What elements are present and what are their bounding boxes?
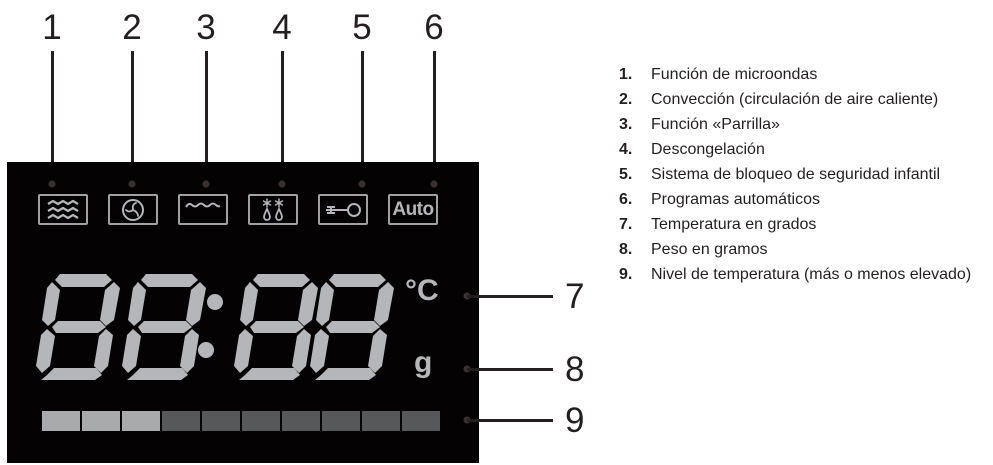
temperature-level-bars: [42, 411, 440, 431]
legend-text: Descongelación: [651, 141, 765, 158]
legend-item: 8. Peso en gramos: [619, 239, 989, 260]
legend-item: 6. Programas automáticos: [619, 189, 989, 210]
anchor-dot: [48, 180, 56, 188]
legend-item: 9. Nivel de temperatura (más o menos elev…: [619, 264, 989, 285]
level-bar-unlit: [162, 411, 200, 431]
legend-item: 4. Descongelación: [619, 139, 989, 160]
legend-number: 7.: [619, 216, 633, 233]
leader-line: [205, 51, 208, 184]
leader-line: [467, 368, 553, 371]
legend-number: 3.: [619, 116, 633, 133]
grill-indicator: [178, 194, 228, 225]
digit-1: [36, 274, 120, 380]
legend-item: 3. Función «Parrilla»: [619, 114, 989, 135]
anchor-dot: [202, 180, 210, 188]
convection-fan-icon: [122, 198, 144, 221]
leader-line: [361, 51, 364, 184]
legend-number: 2.: [619, 91, 633, 108]
level-bar-lit: [42, 411, 80, 431]
callout-number: 3: [196, 8, 216, 47]
leader-line: [467, 419, 553, 422]
auto-programs-icon: Auto: [392, 198, 434, 220]
callout-number-9: 9: [565, 401, 585, 440]
grill-icon: [185, 202, 221, 208]
legend-number: 9.: [619, 266, 633, 283]
leader-line: [281, 51, 284, 184]
legend-text: Peso en gramos: [651, 241, 768, 258]
leader-line: [433, 51, 436, 184]
callout-number: 4: [272, 8, 292, 47]
legend-number: 6.: [619, 191, 633, 208]
legend-text: Función de microondas: [651, 66, 818, 83]
callout-number: 5: [352, 8, 372, 47]
auto-indicator: Auto: [388, 194, 438, 225]
legend-text: Sistema de bloqueo de seguridad infantil: [651, 166, 941, 183]
legend-item: 1. Función de microondas: [619, 64, 989, 85]
legend-number: 4.: [619, 141, 633, 158]
leader-line: [51, 51, 54, 184]
seven-segment-display: [36, 274, 394, 380]
legend-text: Nivel de temperatura (más o menos elevad…: [651, 266, 972, 283]
callout-number-8: 8: [565, 350, 585, 389]
callout-number: 1: [42, 8, 62, 47]
level-bar-unlit: [322, 411, 360, 431]
grams-unit: g: [414, 346, 433, 379]
colon: [198, 294, 223, 358]
digit-3: [234, 274, 318, 380]
legend-item: 2. Convección (circulación de aire calien…: [619, 89, 989, 110]
celsius-unit: °C: [405, 274, 439, 307]
defrost-icon: [262, 197, 284, 221]
microwave-waves-icon: [47, 199, 79, 219]
digit-4: [310, 274, 394, 380]
legend-item: 5. Sistema de bloqueo de seguridad infant…: [619, 164, 989, 185]
anchor-dot: [128, 180, 136, 188]
anchor-dot: [358, 180, 366, 188]
level-bar-unlit: [282, 411, 320, 431]
legend-item: 7. Temperatura en grados: [619, 214, 989, 235]
legend-number: 8.: [619, 241, 633, 258]
leader-line: [131, 51, 134, 184]
leader-line: [467, 295, 553, 298]
level-bar-unlit: [362, 411, 400, 431]
legend-number: 5.: [619, 166, 633, 183]
legend-text: Convección (circulación de aire caliente…: [651, 91, 939, 108]
anchor-dot: [430, 180, 438, 188]
level-bar-unlit: [402, 411, 440, 431]
legend-text: Temperatura en grados: [651, 216, 817, 233]
child-lock-key-icon: [326, 202, 361, 217]
defrost-indicator: [248, 194, 298, 225]
level-bar-lit: [82, 411, 120, 431]
anchor-dot: [278, 180, 286, 188]
digit-2: [122, 274, 206, 380]
level-bar-unlit: [202, 411, 240, 431]
level-bar-lit: [122, 411, 160, 431]
child-lock-indicator: [318, 194, 368, 225]
convection-indicator: [108, 194, 158, 225]
callout-number-7: 7: [565, 277, 585, 316]
callout-number: 6: [424, 8, 444, 47]
legend-text: Función «Parrilla»: [651, 116, 780, 133]
callout-number: 2: [122, 8, 142, 47]
microwave-indicator: [38, 194, 88, 225]
level-bar-unlit: [242, 411, 280, 431]
legend-text: Programas automáticos: [651, 191, 820, 208]
legend-number: 1.: [619, 66, 633, 83]
legend-list: 1. Función de microondas 2. Convección (ci…: [619, 64, 989, 289]
